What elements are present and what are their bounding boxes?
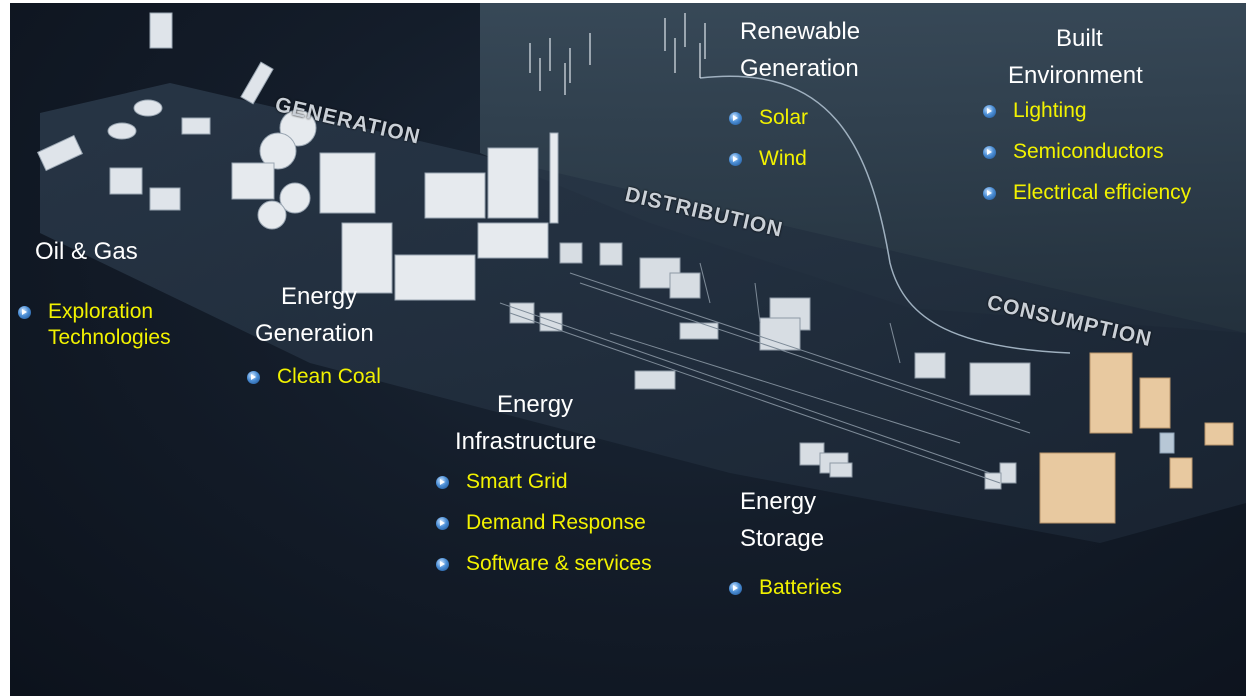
list-item: Clean Coal bbox=[247, 364, 447, 390]
bullet-arrow-icon bbox=[436, 476, 449, 489]
renewables-zone bbox=[480, 3, 1246, 333]
list-item: Exploration Technologies bbox=[18, 299, 218, 351]
list-item: Smart Grid bbox=[436, 469, 696, 495]
renewable-generation-title: Renewable Generation bbox=[740, 18, 861, 82]
bullet-arrow-icon bbox=[436, 517, 449, 530]
power-plant-icon bbox=[231, 109, 559, 301]
bullet-arrow-icon bbox=[729, 112, 742, 125]
oil-gas-title: Oil & Gas bbox=[35, 238, 138, 265]
wind-farm-icon bbox=[529, 13, 706, 95]
oil-gas-list: Exploration Technologies bbox=[18, 299, 218, 366]
bullet-arrow-icon bbox=[983, 146, 996, 159]
energy-generation-list: Clean Coal bbox=[247, 364, 447, 405]
bullet-arrow-icon bbox=[729, 582, 742, 595]
list-item: Demand Response bbox=[436, 510, 696, 536]
bullet-arrow-icon bbox=[729, 153, 742, 166]
substations-icon bbox=[509, 242, 1031, 490]
energy-infrastructure-list: Smart Grid Demand Response Software & se… bbox=[436, 469, 696, 592]
list-item: Software & services bbox=[436, 551, 696, 577]
energy-generation-title: Energy Generation bbox=[255, 283, 374, 347]
landscape-illustration bbox=[36, 3, 1246, 543]
list-item: Batteries bbox=[729, 575, 889, 601]
bullet-arrow-icon bbox=[983, 105, 996, 118]
bullet-arrow-icon bbox=[18, 306, 31, 319]
built-environment-list: Lighting Semiconductors Electrical effic… bbox=[983, 98, 1233, 221]
list-item: Lighting bbox=[983, 98, 1233, 124]
oil-gas-facilities-icon bbox=[36, 12, 274, 211]
list-item: Wind bbox=[729, 146, 889, 172]
renewable-list: Solar Wind bbox=[729, 105, 889, 187]
list-item: Solar bbox=[729, 105, 889, 131]
energy-value-chain-diagram: GENERATION DISTRIBUTION CONSUMPTION Oil … bbox=[10, 3, 1246, 696]
energy-storage-title: Energy Storage bbox=[740, 488, 825, 552]
energy-storage-list: Batteries bbox=[729, 575, 889, 616]
consumer-buildings-icon bbox=[1039, 352, 1234, 524]
list-item: Semiconductors bbox=[983, 139, 1233, 165]
bullet-arrow-icon bbox=[983, 187, 996, 200]
bullet-arrow-icon bbox=[247, 371, 260, 384]
transmission-lines bbox=[499, 262, 1031, 484]
built-environment-title: Built Environment bbox=[1008, 25, 1143, 89]
energy-infrastructure-title: Energy Infrastructure bbox=[455, 391, 597, 455]
bullet-arrow-icon bbox=[436, 558, 449, 571]
supply-line bbox=[699, 75, 1071, 354]
list-item: Electrical efficiency bbox=[983, 180, 1233, 206]
